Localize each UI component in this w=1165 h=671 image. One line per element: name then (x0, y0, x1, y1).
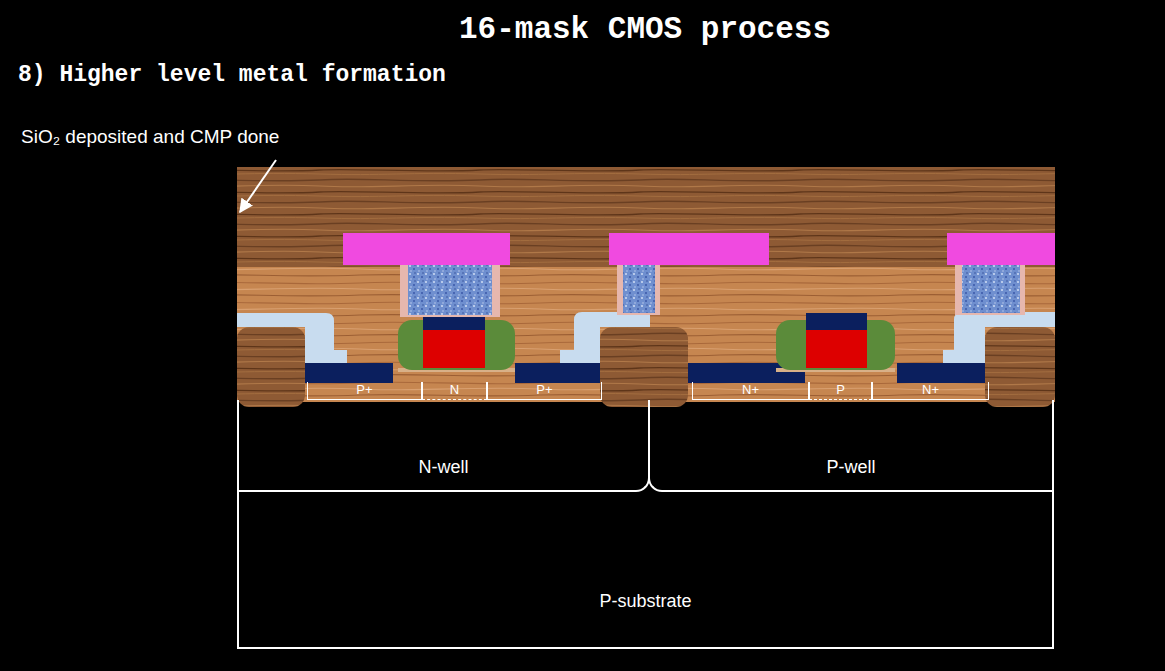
upper-oxide (237, 167, 1055, 267)
poly-gate (423, 330, 485, 368)
channel-region: N (422, 382, 487, 400)
poly-gate (806, 330, 867, 368)
region-label: N+ (873, 382, 988, 398)
region-label: P-substrate (239, 590, 1052, 612)
sti-trench (600, 327, 688, 407)
callout-label: SiO₂ deposited and CMP done (21, 126, 279, 148)
sti-trench (985, 327, 1055, 407)
diffusion-region: P+ (307, 382, 422, 400)
silicide (515, 363, 600, 383)
sti-trench (237, 327, 305, 407)
contact-plug (408, 265, 492, 315)
region-label: P (810, 382, 871, 398)
region-label: P-well (650, 456, 1052, 478)
contact-liner (955, 265, 1025, 315)
diffusion-region: N+ (872, 382, 989, 400)
diffusion-region: P+ (487, 382, 602, 400)
region-label: N-well (239, 456, 648, 478)
region-label: N (423, 382, 486, 398)
region-label: N+ (693, 382, 808, 398)
metal-1 (609, 233, 769, 265)
leader-arrow (240, 160, 276, 212)
title: 16-mask CMOS process (0, 12, 1165, 47)
silicide (897, 363, 985, 383)
contact-liner (400, 265, 500, 317)
contact-plug (962, 265, 1020, 313)
well-region: N-wellP+NP+ (239, 400, 650, 492)
gate-silicide (806, 313, 867, 330)
step-heading: 8) Higher level metal formation (18, 62, 446, 88)
diffusion-region: N+ (692, 382, 809, 400)
region-label: P+ (308, 382, 421, 398)
channel-region: P (809, 382, 872, 400)
metal-1 (343, 233, 510, 265)
contact-plug (623, 265, 655, 313)
region-label: P+ (488, 382, 601, 398)
silicide (305, 363, 393, 383)
substrate-region: P-substrate N-wellP+NP+P-wellN+PN+ (237, 400, 1054, 649)
well-region: P-wellN+PN+ (648, 400, 1052, 492)
contact-liner (617, 265, 660, 315)
metal-1 (947, 233, 1055, 265)
